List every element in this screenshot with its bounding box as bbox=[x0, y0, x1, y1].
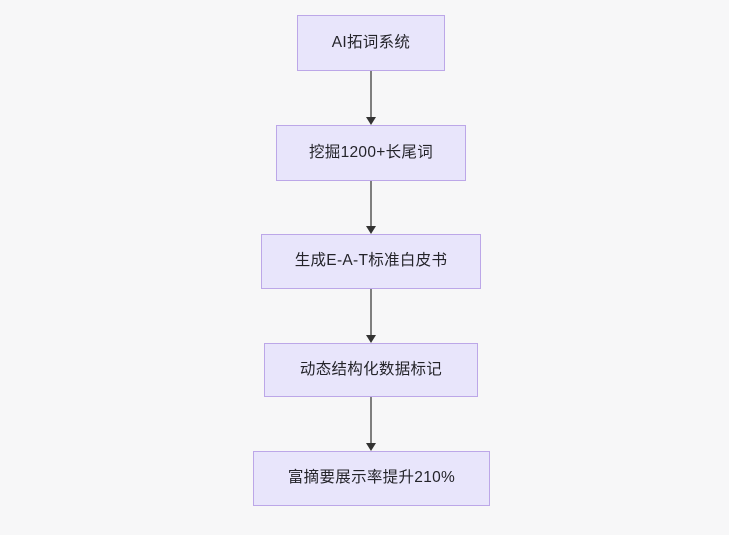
flow-node-label: 富摘要展示率提升210% bbox=[287, 469, 456, 487]
flow-node-5[interactable]: 富摘要展示率提升210% bbox=[253, 451, 490, 506]
edge-line bbox=[370, 397, 372, 444]
arrowhead-icon bbox=[366, 226, 376, 234]
flow-node-1[interactable]: AI拓词系统 bbox=[297, 15, 445, 71]
flow-node-label: AI拓词系统 bbox=[331, 33, 411, 51]
flow-node-label: 动态结构化数据标记 bbox=[299, 360, 443, 378]
arrowhead-icon bbox=[366, 443, 376, 451]
flow-node-label: 生成E-A-T标准白皮书 bbox=[294, 252, 448, 270]
flow-node-4[interactable]: 动态结构化数据标记 bbox=[264, 343, 478, 397]
edge-line bbox=[370, 289, 372, 336]
flow-edge-1-2 bbox=[366, 71, 376, 125]
flow-edge-3-4 bbox=[366, 289, 376, 343]
edge-line bbox=[370, 181, 372, 227]
flow-node-2[interactable]: 挖掘1200+长尾词 bbox=[276, 125, 466, 181]
flow-edge-4-5 bbox=[366, 397, 376, 451]
flow-node-label: 挖掘1200+长尾词 bbox=[308, 143, 434, 161]
flow-edge-2-3 bbox=[366, 181, 376, 234]
flow-node-3[interactable]: 生成E-A-T标准白皮书 bbox=[261, 234, 481, 289]
edge-line bbox=[370, 71, 372, 118]
arrowhead-icon bbox=[366, 117, 376, 125]
arrowhead-icon bbox=[366, 335, 376, 343]
